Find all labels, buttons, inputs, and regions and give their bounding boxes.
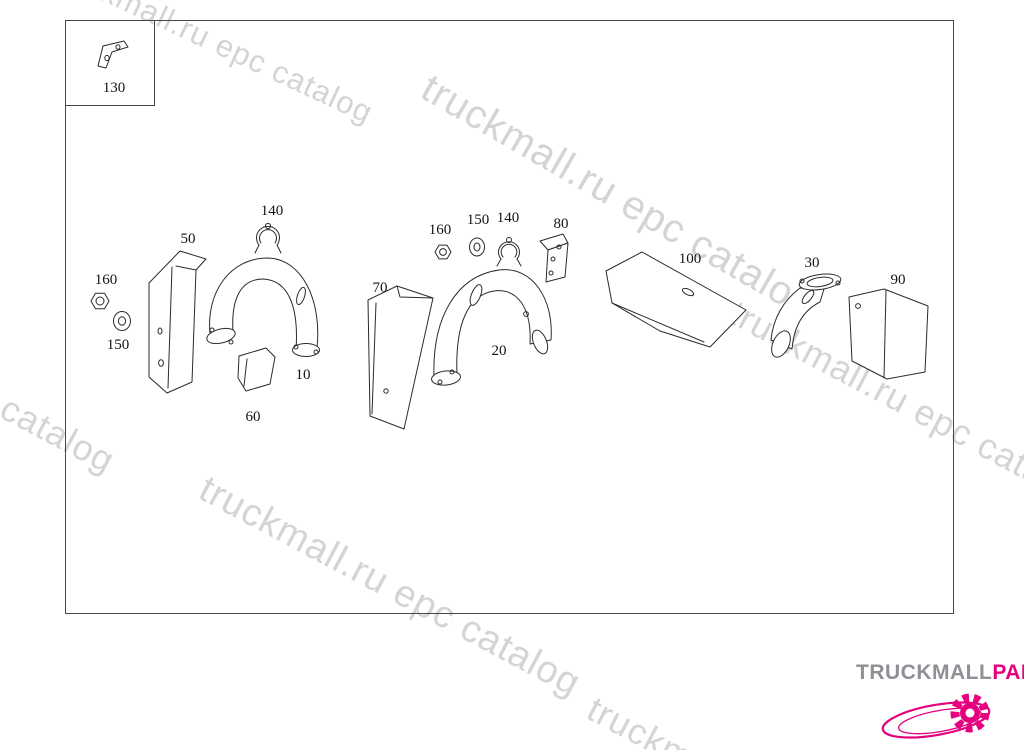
- part-130-bracket-icon: [97, 40, 129, 69]
- part-label-160: 160: [428, 222, 452, 238]
- part-label-150: 150: [466, 212, 490, 228]
- part-label-70: 70: [372, 280, 388, 296]
- part-label-10: 10: [295, 367, 311, 383]
- part-20-exhaust-pipe: [431, 269, 552, 386]
- part-70-shield-plate: [367, 285, 434, 430]
- part-label-150: 150: [106, 337, 130, 353]
- part-140-clamp-left: [254, 222, 282, 254]
- diagram-frame: [65, 20, 954, 614]
- part-150-washer-left: [113, 311, 131, 331]
- gear-icon: [881, 693, 991, 739]
- inset-box-part-130: [65, 20, 155, 106]
- part-label-60: 60: [245, 409, 261, 425]
- part-label-30: 30: [804, 255, 820, 271]
- part-160-hex-nut-left: [90, 292, 110, 310]
- part-label-80: 80: [553, 216, 569, 232]
- part-100-heat-shield: [605, 251, 747, 348]
- part-label-20: 20: [491, 343, 507, 359]
- part-label-50: 50: [180, 231, 196, 247]
- part-50-heat-shield: [148, 250, 207, 394]
- brand-logo: TRUCKMALLPARTS: [856, 661, 1024, 685]
- part-30-exhaust-pipe: [770, 273, 842, 358]
- part-label-140: 140: [260, 203, 284, 219]
- part-label-140: 140: [496, 210, 520, 226]
- brand-name-truckmall: TRUCKMALL: [856, 661, 993, 684]
- part-160-hex-nut-middle: [434, 244, 452, 260]
- part-label-160: 160: [94, 272, 118, 288]
- part-150-washer-middle: [469, 237, 485, 257]
- part-60-bracket: [237, 347, 276, 392]
- part-80-bracket: [539, 233, 569, 283]
- part-90-shield-plate: [848, 288, 929, 380]
- part-140-clamp-middle: [496, 237, 522, 267]
- part-10-exhaust-pipe: [206, 257, 320, 357]
- brand-name-parts: PARTS: [992, 661, 1024, 684]
- part-label-90: 90: [890, 272, 906, 288]
- part-label-130: 130: [102, 80, 126, 96]
- part-label-100: 100: [678, 251, 702, 267]
